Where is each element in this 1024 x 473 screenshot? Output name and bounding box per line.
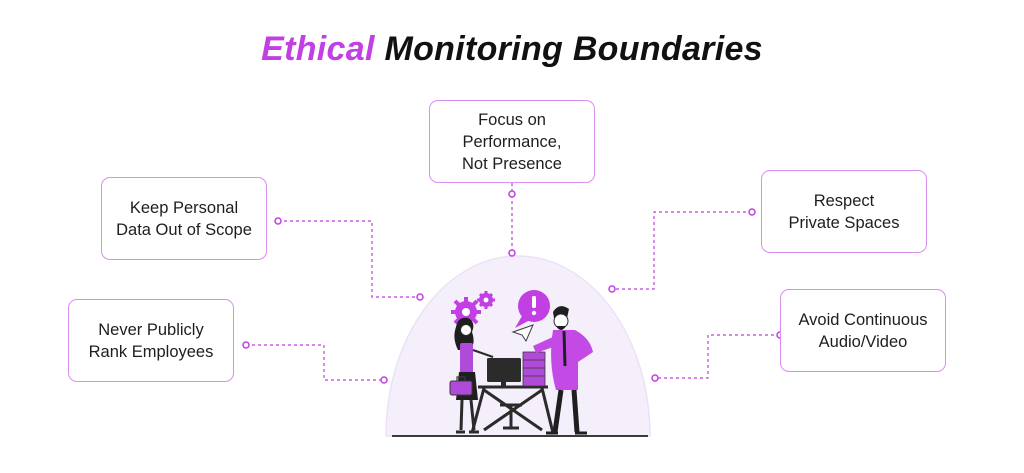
gear-icon [451, 291, 495, 327]
boundary-card-public-ranking: Never Publicly Rank Employees [68, 299, 234, 382]
connector-dot [508, 249, 516, 257]
connector-left-upper [278, 220, 420, 298]
connector-dot [416, 293, 424, 301]
monitor-icon [487, 358, 521, 387]
exclamation-bubble-icon [515, 290, 550, 328]
connector-right-upper [612, 211, 752, 290]
briefcase-icon [449, 376, 473, 396]
stool [500, 403, 522, 430]
connector-dot [748, 208, 756, 216]
man-figure [533, 306, 593, 435]
boundary-card-focus-performance: Focus on Performance, Not Presence [429, 100, 595, 183]
page-title: Ethical Monitoring Boundaries [0, 30, 1024, 69]
connector-dot [508, 190, 516, 198]
connector-dot [380, 376, 388, 384]
connector-dot [608, 285, 616, 293]
paper-stack [522, 351, 546, 387]
paper-plane [511, 324, 534, 343]
title-accent: Ethical [261, 30, 375, 68]
connector-dot [651, 374, 659, 382]
boundary-card-personal-data: Keep Personal Data Out of Scope [101, 177, 267, 260]
central-semicircle [385, 255, 651, 437]
connector-dot [274, 217, 282, 225]
connector-dot [242, 341, 250, 349]
boundary-card-continuous-av: Avoid Continuous Audio/Video [780, 289, 946, 372]
connector-right-lower [655, 334, 780, 379]
title-rest: Monitoring Boundaries [384, 30, 763, 68]
boundary-card-private-spaces: Respect Private Spaces [761, 170, 927, 253]
connector-left-lower [246, 344, 384, 381]
